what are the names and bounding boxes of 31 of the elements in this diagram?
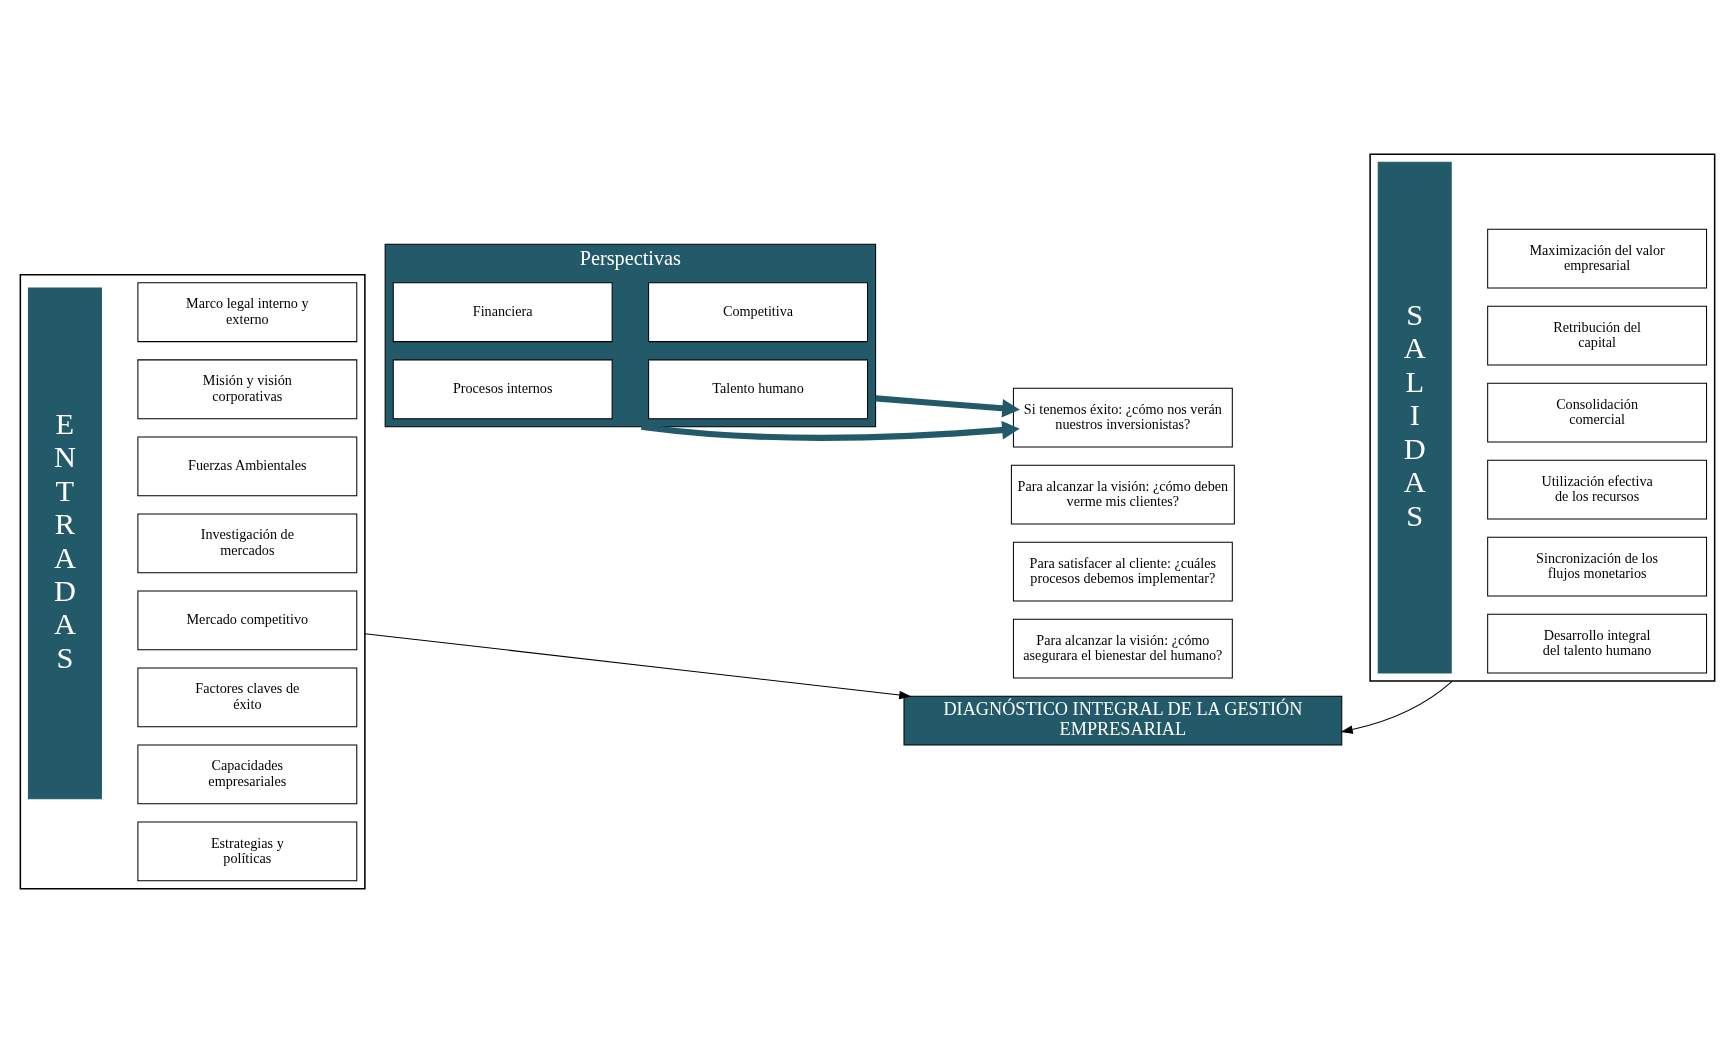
arrow <box>1340 680 1453 734</box>
arrow <box>641 420 1020 441</box>
cluster <box>1369 153 1716 682</box>
node-box: DIAGNÓSTICO INTEGRAL DE LA GESTIÓN EMPRESARIAL <box>903 695 1343 746</box>
node-box: Capacidades empresariales <box>137 744 358 805</box>
node-box: ENTRADAS <box>27 287 102 800</box>
node-box: Consolidación comercial <box>1487 382 1708 443</box>
node-box: Misión y visión corporativas <box>137 359 358 420</box>
node-box: Fuerzas Ambientales <box>137 436 358 497</box>
node-box: Estrategias y políticas <box>137 821 358 882</box>
node-box: Para alcanzar la visión: ¿cómo deben verme mis clientes? <box>1010 464 1235 525</box>
node-box: Investigación de mercados <box>137 513 358 574</box>
node-box: Talento humano <box>648 359 868 420</box>
node-box: Procesos internos <box>392 359 613 420</box>
arrow <box>875 395 1020 418</box>
node-box: SALIDAS <box>1377 161 1452 674</box>
cluster <box>19 274 366 890</box>
arrow <box>364 633 912 700</box>
node-box: Sincronización de los flujos monetarios <box>1487 536 1708 597</box>
node-box: Marco legal interno y externo <box>137 282 358 343</box>
node-box: Mercado competitivo <box>137 590 358 651</box>
node-box: Retribución del capital <box>1487 305 1708 366</box>
node-box: Desarrollo integral del talento humano <box>1487 613 1708 674</box>
node-box: Competitiva <box>648 282 868 343</box>
node-box: Si tenemos éxito: ¿cómo nos verán nuestros inversionistas? <box>1012 387 1233 448</box>
node-box: Para satisfacer al cliente: ¿cuáles procesos debemos implementar? <box>1012 541 1233 602</box>
node-box: Para alcanzar la visión: ¿cómo asegurara el bienestar del humano? <box>1012 618 1233 679</box>
node-box: Financiera <box>392 282 613 343</box>
node-box: Factores claves de éxito <box>137 667 358 728</box>
node-box: Maximización del valor empresarial <box>1487 228 1708 289</box>
node-box: Utilización efectiva de los recursos <box>1487 459 1708 520</box>
